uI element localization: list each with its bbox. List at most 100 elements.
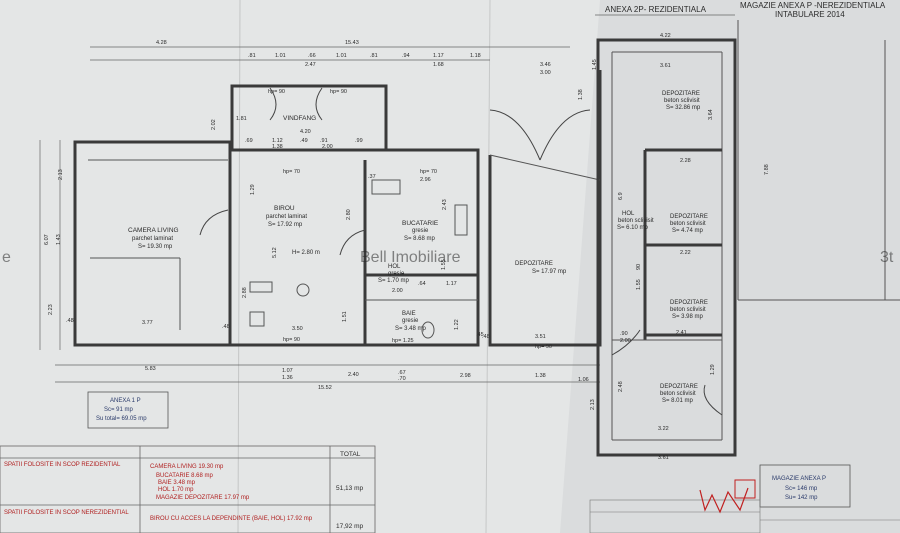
table-border bbox=[0, 445, 376, 533]
birou-floor: parchet laminat bbox=[266, 214, 307, 220]
dim-text: .81 bbox=[370, 53, 378, 59]
watermark-left: e bbox=[2, 249, 11, 266]
bucat-floor: gresie bbox=[412, 228, 429, 234]
dep2-name: DEPOZITARE bbox=[670, 214, 708, 220]
dim-text: 4.28 bbox=[156, 40, 167, 46]
dep4-area: S= 8.01 mp bbox=[662, 398, 694, 404]
hol-name: HOL bbox=[388, 264, 401, 270]
dim-text: 1.51 bbox=[342, 311, 348, 322]
table-row2-label: SPATII FOLOSITE IN SCOP NEREZIDENTIAL bbox=[4, 510, 129, 516]
door-swing bbox=[489, 109, 541, 161]
magazie-box-sc: Sc= 146 mp bbox=[785, 486, 818, 492]
dim-text: 3.00 bbox=[540, 70, 551, 76]
birou-area: S= 17.92 mp bbox=[268, 222, 303, 228]
dim-text: .70 bbox=[398, 376, 406, 382]
dim-text: .94 bbox=[402, 53, 410, 59]
dep4-floor: beton sclivisit bbox=[660, 391, 696, 397]
table-row2-item: BIROU CU ACCES LA DEPENDINTE (BAIE, HOL)… bbox=[150, 516, 313, 522]
vindfang-walls bbox=[230, 84, 388, 150]
dim-text: 1.01 bbox=[336, 53, 347, 59]
table-row1-total: 51,13 mp bbox=[336, 485, 363, 492]
dim-text: 7.88 bbox=[764, 164, 770, 175]
dim-text: 1.38 bbox=[535, 373, 546, 379]
paper-left bbox=[0, 0, 630, 533]
dim-text: .81 bbox=[248, 53, 256, 59]
table-row1-item: CAMERA LIVING 19.30 mp bbox=[150, 464, 224, 470]
dim-text: 1.01 bbox=[275, 53, 286, 59]
dep3-floor: beton sclivisit bbox=[670, 307, 706, 313]
paper-fold bbox=[237, 0, 241, 533]
header-magazie-line2: INTABULARE 2014 bbox=[775, 10, 845, 19]
dep3-area: S= 3.98 mp bbox=[672, 314, 704, 320]
dim-text: 1.38 bbox=[272, 144, 283, 150]
dim-text: .90 bbox=[620, 331, 628, 337]
anexa1p-sc: Sc= 91 mp bbox=[104, 407, 134, 413]
dim-text: 3.64 bbox=[708, 109, 714, 120]
hp-text: hp= 90 bbox=[283, 337, 300, 343]
dim-text: 2.23 bbox=[48, 304, 54, 315]
hp-text: hp= 90 bbox=[330, 89, 347, 95]
dim-text: 3.22 bbox=[658, 426, 669, 432]
header-magazie-line1: MAGAZIE ANEXA P -NEREZIDENTIALA bbox=[740, 1, 886, 10]
magazie-box bbox=[759, 464, 851, 508]
dim-text: 1.45 bbox=[592, 59, 598, 70]
dim-text: 3.77 bbox=[142, 320, 153, 326]
door-swing bbox=[703, 384, 723, 416]
dim-text: 2.00 bbox=[322, 144, 333, 150]
dim-text: 15.43 bbox=[345, 40, 359, 46]
dim-text: 1.29 bbox=[710, 364, 716, 375]
watermark: Bell Imobiliare bbox=[360, 249, 461, 266]
kitchen-counter bbox=[371, 179, 401, 195]
table-row1-item: HOL 1.70 mp bbox=[158, 487, 194, 493]
dim-text: 1.22 bbox=[454, 319, 460, 330]
hol-right-area: S= 6.10 mp bbox=[617, 225, 649, 231]
door-swing bbox=[539, 109, 591, 161]
dim-text: 5.12 bbox=[272, 247, 278, 258]
hol-right-floor: beton sclivisit bbox=[618, 218, 654, 224]
dim-text: 2.47 bbox=[305, 62, 316, 68]
dim-text: .66 bbox=[308, 53, 316, 59]
living-floor: parchet laminat bbox=[132, 236, 173, 242]
dim-text: 6.07 bbox=[44, 234, 50, 245]
annex-right-outer bbox=[596, 38, 737, 457]
dim-text: .45 bbox=[476, 332, 484, 338]
dim-text: 1.68 bbox=[433, 62, 444, 68]
dim-text: 2.13 bbox=[58, 169, 64, 180]
toilet bbox=[421, 321, 435, 339]
door-swing bbox=[269, 87, 277, 121]
anexa1p-title: ANEXA 1 P bbox=[110, 398, 141, 404]
chair bbox=[296, 283, 310, 297]
dim-text: 1.17 bbox=[446, 281, 457, 287]
paper-fold bbox=[485, 0, 491, 533]
hp-text: hp= 70 bbox=[420, 169, 437, 175]
dim-text: 1.18 bbox=[470, 53, 481, 59]
dim-text: 5.83 bbox=[145, 366, 156, 372]
hol-area: S= 1.70 mp bbox=[378, 278, 410, 284]
red-stamp-mark bbox=[734, 479, 756, 499]
bucat-area: S= 8.68 mp bbox=[404, 236, 436, 242]
dim-text: .64 bbox=[418, 281, 426, 287]
anexa1p-su: Su total= 69.05 mp bbox=[96, 416, 147, 422]
dim-text: 1.17 bbox=[433, 53, 444, 59]
dim-text: 3.61 bbox=[660, 63, 671, 69]
hol-floor: gresie bbox=[388, 271, 405, 277]
dim-text: 1.29 bbox=[250, 184, 256, 195]
dim-text: .67 bbox=[398, 370, 406, 376]
dim-text: 1.06 bbox=[578, 377, 589, 383]
dim-text: 2.02 bbox=[211, 119, 217, 130]
dim-text: 3.51 bbox=[535, 334, 546, 340]
dim-text: 2.80 bbox=[346, 209, 352, 220]
main-outer-walls bbox=[73, 140, 480, 347]
door-swing bbox=[199, 209, 229, 236]
dim-text: 1.36 bbox=[282, 375, 293, 381]
table-row1-item: BAIE 3.48 mp bbox=[158, 480, 196, 486]
dim-text: .49 bbox=[300, 138, 308, 144]
dim-text: 2.40 bbox=[348, 372, 359, 378]
hol-right-name: HOL bbox=[622, 211, 635, 217]
door-swing bbox=[611, 329, 641, 356]
dim-text: 2.00 bbox=[392, 288, 403, 294]
magazie-box-su: Su= 142 mp bbox=[785, 495, 818, 501]
door-swing bbox=[315, 87, 323, 121]
dim-text: .99 bbox=[355, 138, 363, 144]
dep1-area: S= 32.86 mp bbox=[666, 105, 701, 111]
